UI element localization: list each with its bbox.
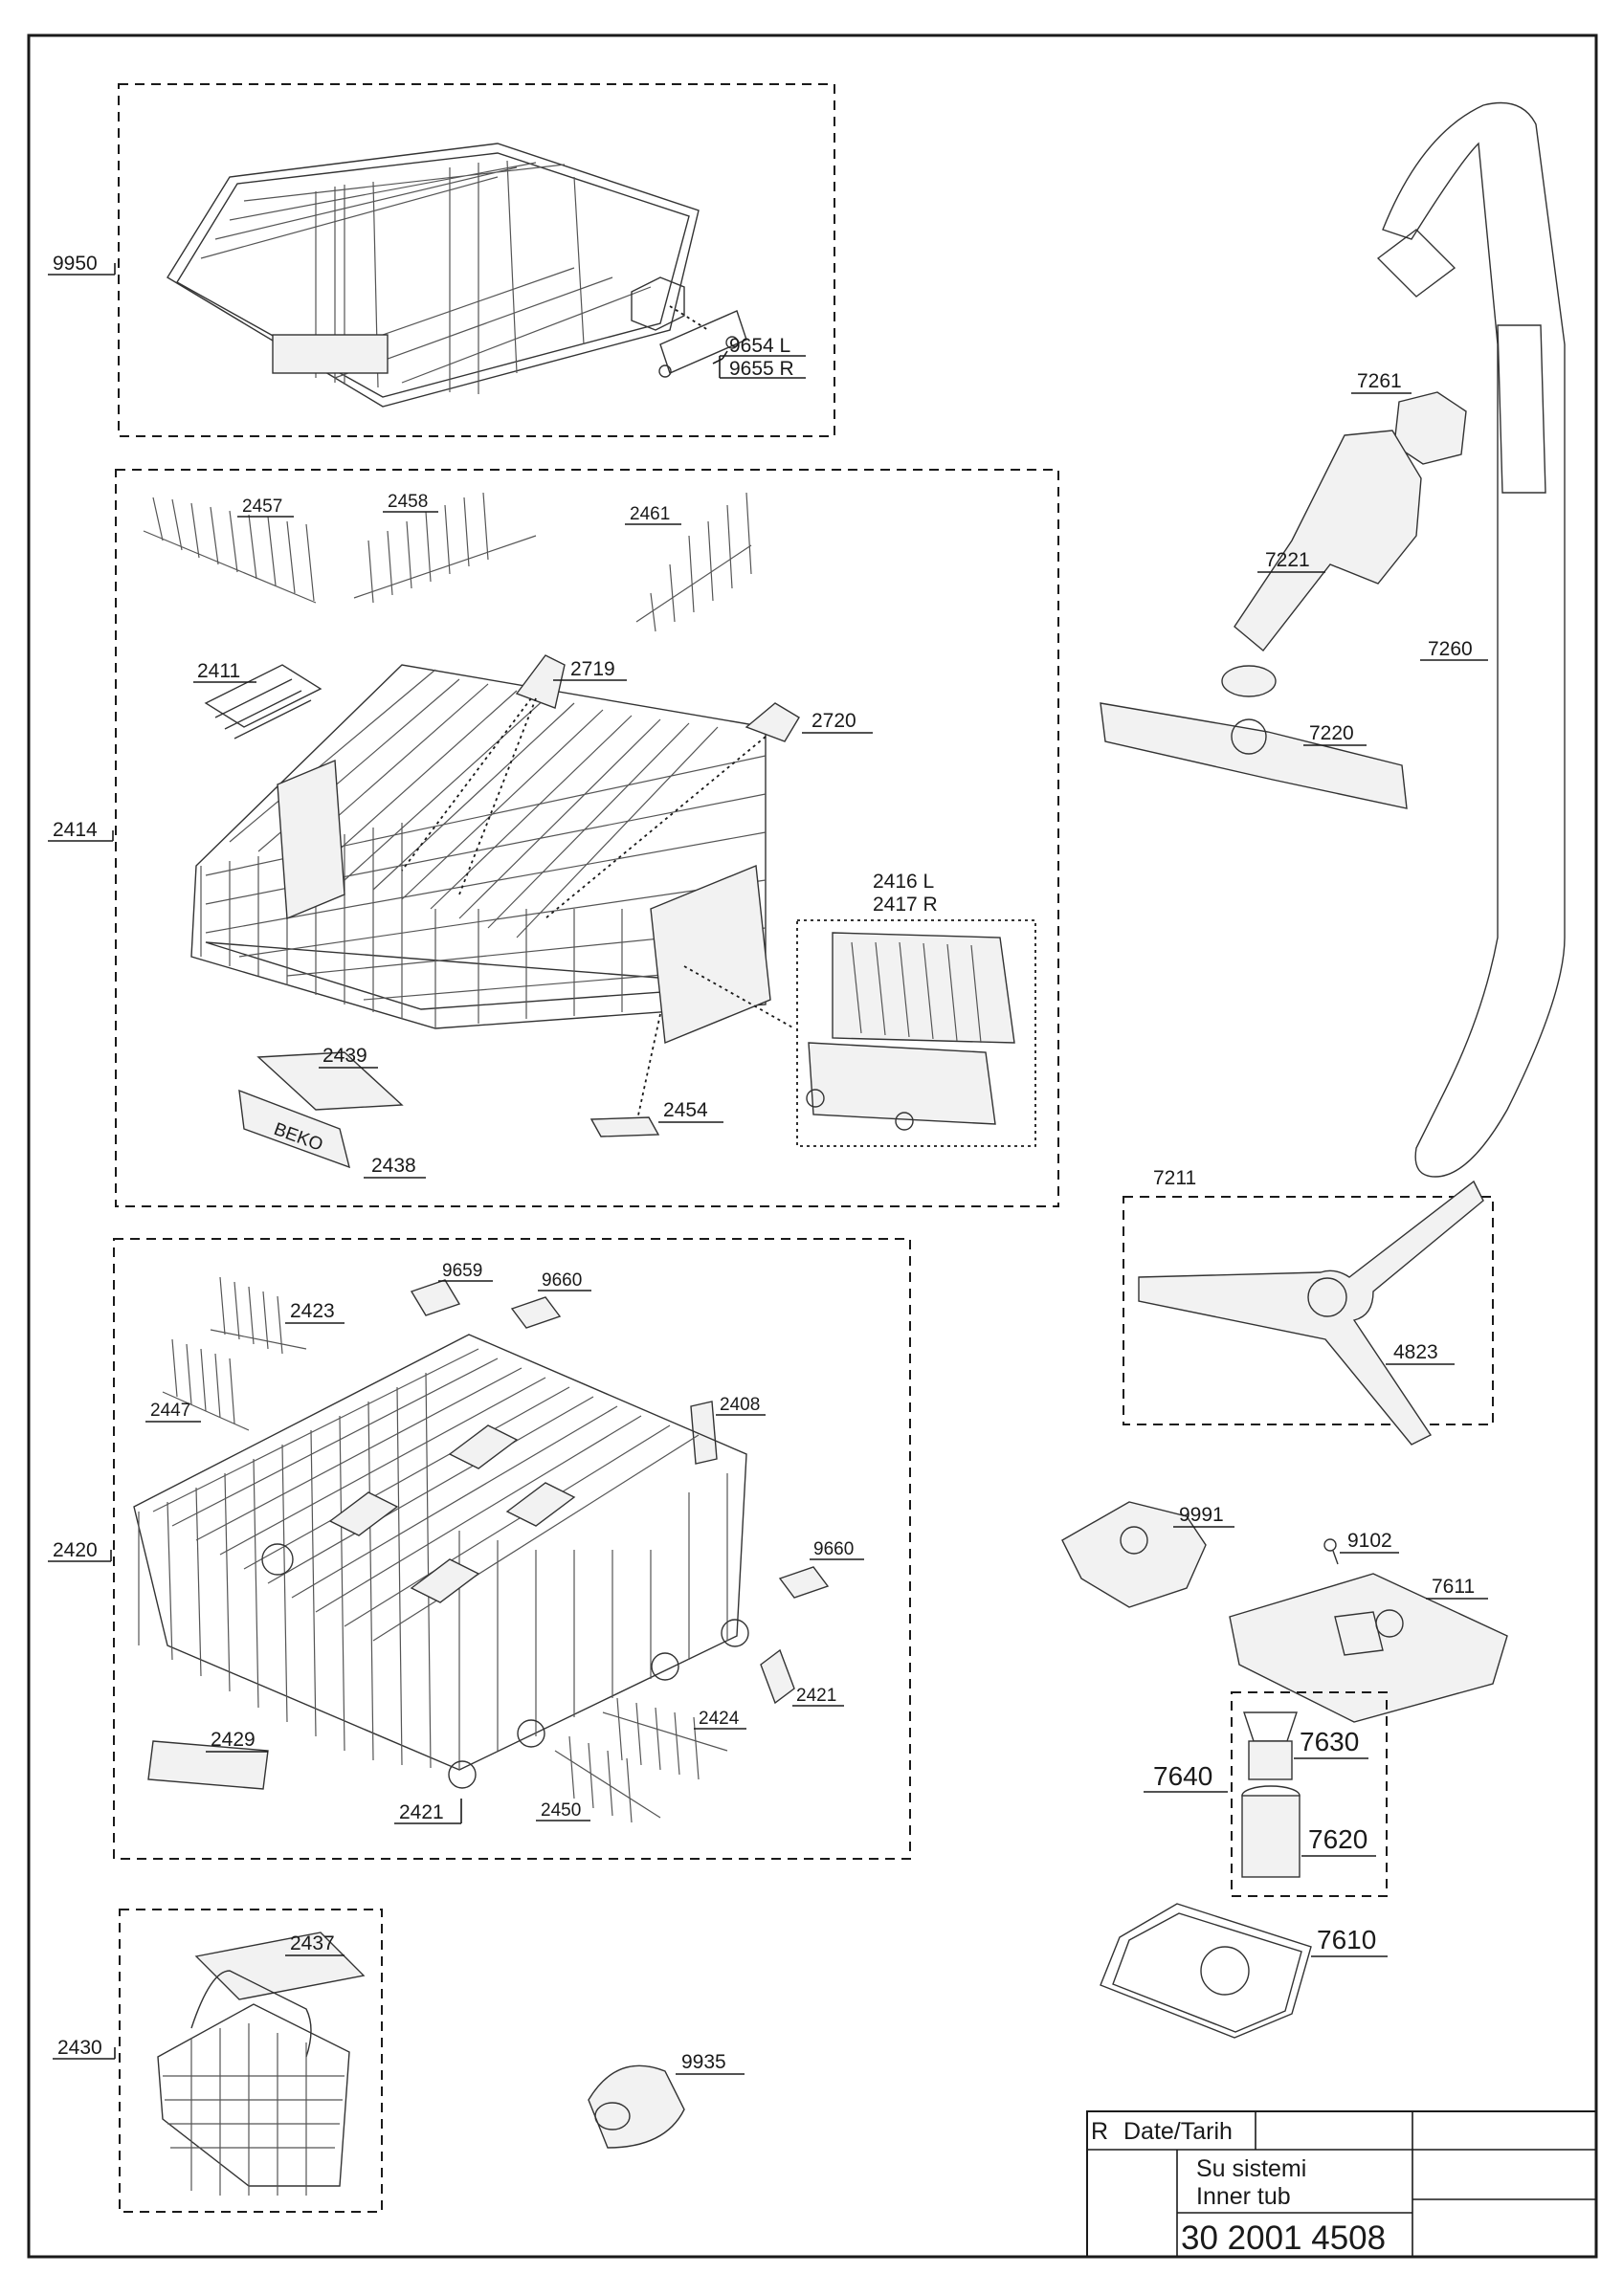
title-block-doc-number: 30 2001 4508 bbox=[1181, 2219, 1386, 2257]
filter-cover-assembly: 9102 7611 bbox=[1229, 1530, 1508, 1723]
label-2411: 2411 bbox=[197, 660, 240, 682]
label-2461: 2461 bbox=[630, 504, 670, 524]
label-9991: 9991 bbox=[1179, 1504, 1224, 1526]
spray-pipe-assembly: 7260 7261 7221 7220 bbox=[1100, 101, 1566, 1178]
label-2458: 2458 bbox=[388, 492, 428, 512]
label-9660-right: 9660 bbox=[813, 1539, 854, 1559]
group-9950-cutlery-drawer: 9950 9654 L 9655 R bbox=[48, 83, 835, 437]
label-7211: 7211 bbox=[1153, 1167, 1196, 1189]
title-block-name-en: Inner tub bbox=[1196, 2183, 1291, 2210]
label-7220: 7220 bbox=[1309, 722, 1354, 744]
label-7610: 7610 bbox=[1317, 1925, 1376, 1954]
group-2430-cutlery-basket: 2430 2437 bbox=[53, 1909, 383, 2213]
label-7640: 7640 bbox=[1153, 1761, 1212, 1791]
label-2414: 2414 bbox=[53, 819, 98, 841]
label-2424: 2424 bbox=[699, 1709, 740, 1729]
label-2450: 2450 bbox=[541, 1800, 581, 1821]
part-9991: 9991 bbox=[1061, 1501, 1234, 1608]
label-2420: 2420 bbox=[53, 1539, 98, 1561]
label-9950: 9950 bbox=[53, 253, 98, 275]
label-7261: 7261 bbox=[1357, 370, 1402, 392]
label-7221: 7221 bbox=[1265, 549, 1310, 571]
label-2457: 2457 bbox=[242, 497, 282, 517]
title-block-rev: R bbox=[1091, 2118, 1108, 2145]
label-2719: 2719 bbox=[570, 658, 615, 680]
label-2430: 2430 bbox=[57, 2037, 102, 2059]
label-2447: 2447 bbox=[150, 1401, 190, 1421]
label-2417-r: 2417 R bbox=[873, 894, 938, 916]
group-7640-filter: 7640 7630 7620 bbox=[1144, 1691, 1388, 1897]
label-2423: 2423 bbox=[290, 1300, 335, 1322]
label-7630: 7630 bbox=[1300, 1727, 1359, 1756]
label-2438: 2438 bbox=[371, 1155, 416, 1177]
label-7620: 7620 bbox=[1308, 1824, 1367, 1854]
drawing-frame bbox=[27, 33, 1598, 2259]
part-9935: 9935 bbox=[588, 2051, 745, 2149]
label-9659: 9659 bbox=[442, 1261, 482, 1281]
title-block: R Date/Tarih Su sistemi Inner tub 30 200… bbox=[1086, 2110, 1597, 2258]
label-2720: 2720 bbox=[812, 710, 856, 732]
label-2421-right: 2421 bbox=[796, 1686, 836, 1706]
group-2414-upper-basket: 2414 2457 2458 2461 2411 2719 2720 bbox=[48, 469, 1059, 1207]
label-9654-l: 9654 L bbox=[729, 335, 790, 357]
label-4823: 4823 bbox=[1393, 1341, 1438, 1363]
part-7610: 7610 bbox=[1100, 1903, 1388, 2039]
group-7211-lower-spray-arm: 7211 4823 bbox=[1123, 1167, 1494, 1446]
label-9935: 9935 bbox=[681, 2051, 726, 2073]
label-2437: 2437 bbox=[290, 1932, 335, 1954]
label-7611: 7611 bbox=[1432, 1576, 1475, 1598]
label-9655-r: 9655 R bbox=[729, 358, 794, 380]
label-2429: 2429 bbox=[211, 1729, 256, 1751]
label-9102: 9102 bbox=[1347, 1530, 1392, 1552]
title-block-date: Date/Tarih bbox=[1123, 2118, 1233, 2145]
title-block-name-tr: Su sistemi bbox=[1196, 2155, 1306, 2182]
label-2421-bottom: 2421 bbox=[399, 1801, 444, 1823]
group-2420-lower-basket: 2420 2423 2447 9659 9660 2408 9660 2421 bbox=[48, 1238, 911, 1860]
label-2416-l: 2416 L bbox=[873, 871, 934, 893]
label-2439: 2439 bbox=[322, 1045, 367, 1067]
label-7260: 7260 bbox=[1428, 638, 1473, 660]
label-2454: 2454 bbox=[663, 1099, 708, 1121]
label-2408: 2408 bbox=[720, 1395, 760, 1415]
label-9660-top: 9660 bbox=[542, 1270, 582, 1291]
